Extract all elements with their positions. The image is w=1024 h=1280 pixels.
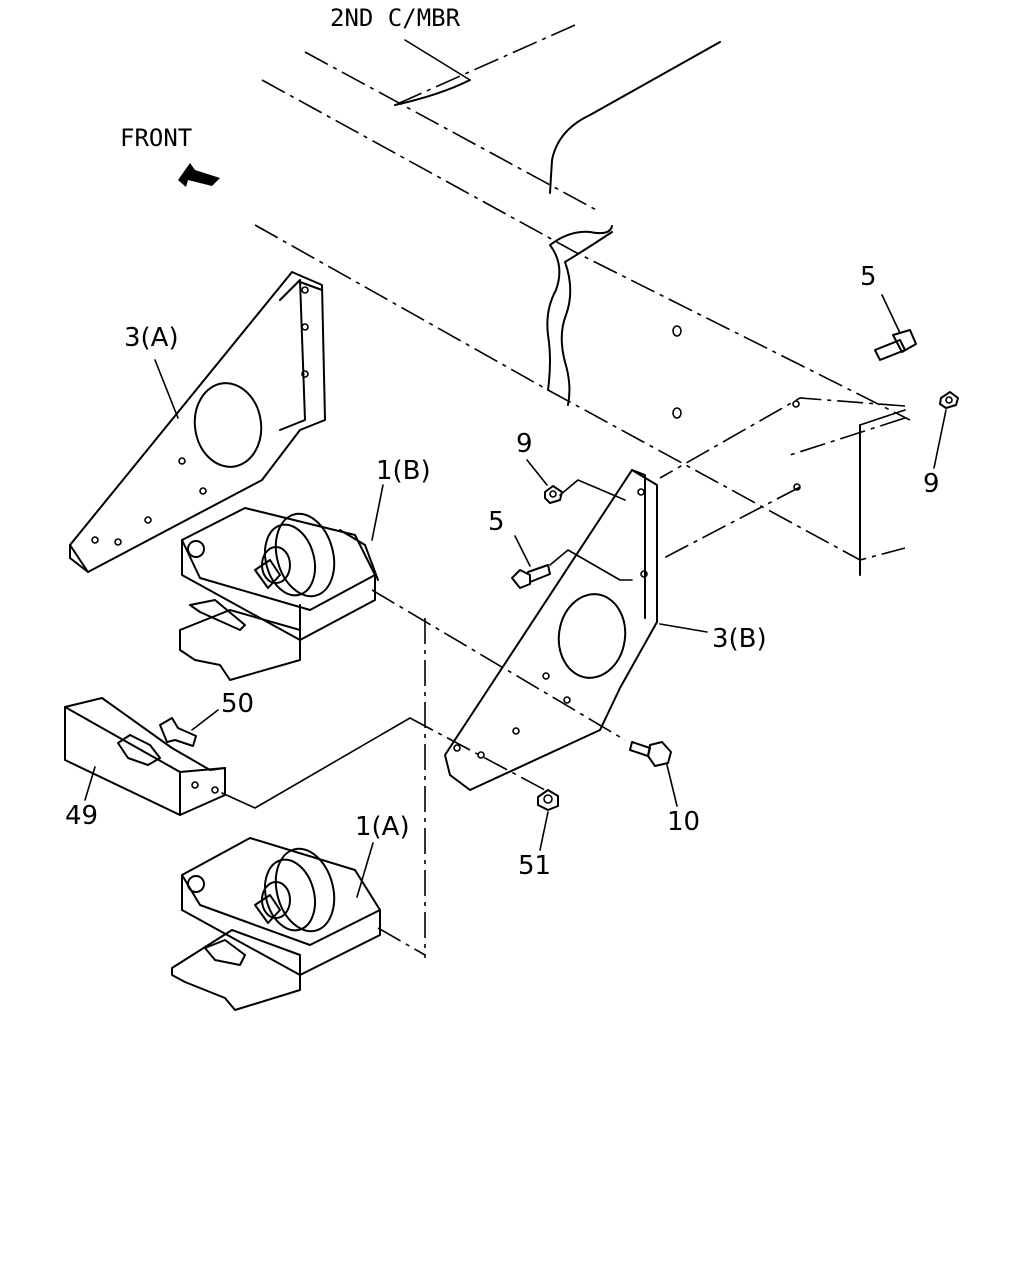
assembly-lines [221, 397, 906, 958]
mount-1b [179, 507, 379, 681]
bracket-3b-label: 3(B) [712, 624, 767, 654]
cross-member [254, 24, 911, 576]
mount-1b-label: 1(B) [376, 456, 431, 486]
bolt-5-mid [511, 564, 551, 589]
member-label: 2ND C/MBR [330, 4, 461, 32]
leader-lines [84, 39, 947, 898]
nut-9-mid-label: 9 [516, 429, 533, 459]
front-label: FRONT [120, 124, 192, 152]
bolt-10 [629, 741, 672, 767]
bolt-10-label: 10 [667, 807, 700, 837]
nut-9-upper [939, 391, 959, 409]
nut-9-mid [544, 485, 563, 504]
mount-1a-label: 1(A) [355, 812, 410, 842]
bracket-3b [444, 469, 658, 791]
bolt-5-mid-label: 5 [488, 507, 505, 537]
shield-49-label: 49 [65, 801, 98, 831]
bracket-3a [69, 271, 326, 573]
front-arrow-icon [178, 163, 220, 187]
bolt-50-label: 50 [221, 689, 254, 719]
nut-9-upper-label: 9 [923, 469, 940, 499]
bolt-50 [159, 717, 197, 747]
bracket-3a-label: 3(A) [124, 323, 179, 353]
nut-51-label: 51 [518, 851, 551, 881]
bolt-5-upper-label: 5 [860, 262, 877, 292]
bolt-5-upper [874, 329, 917, 361]
nut-51 [537, 789, 559, 811]
mount-1a [171, 837, 381, 1011]
heat-shield-49 [64, 697, 226, 816]
